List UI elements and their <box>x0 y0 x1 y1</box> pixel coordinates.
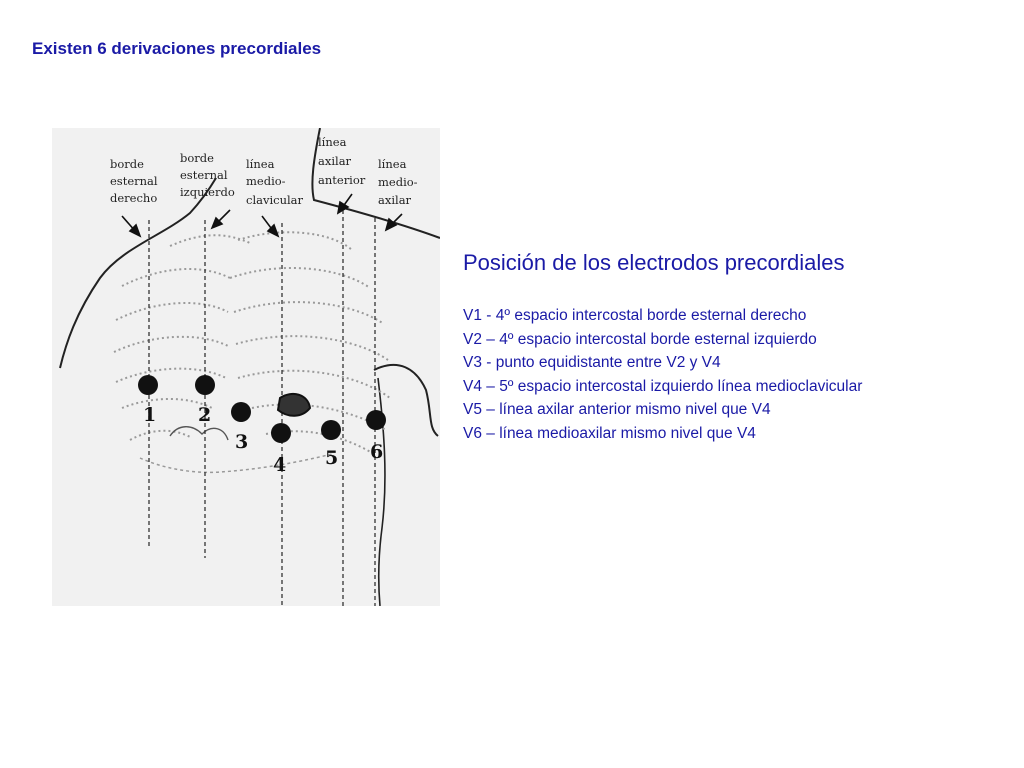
chest-illustration: borde esternal derecho borde esternal iz… <box>52 128 440 606</box>
electrode-number-2: 2 <box>198 404 211 426</box>
guide-arrows <box>121 193 403 238</box>
svg-text:izquierdo: izquierdo <box>180 185 235 199</box>
svg-text:anterior: anterior <box>318 173 366 187</box>
heart-sketch <box>276 392 312 417</box>
guide-label-anterior-axillary: línea axilar anterior <box>318 135 366 187</box>
svg-text:clavicular: clavicular <box>246 193 304 207</box>
svg-text:axilar: axilar <box>378 193 412 207</box>
legend-list: V1 - 4º espacio intercostal borde estern… <box>463 304 1003 446</box>
svg-text:línea: línea <box>246 157 275 171</box>
electrode-v1 <box>138 375 158 395</box>
electrode-position-legend: Posición de los electrodos precordiales … <box>463 250 1003 446</box>
svg-text:borde: borde <box>180 151 214 165</box>
electrode-number-1: 1 <box>143 404 156 426</box>
guide-label-midclavicular: línea medio- clavicular <box>246 157 304 207</box>
svg-text:borde: borde <box>110 157 144 171</box>
legend-heading: Posición de los electrodos precordiales <box>463 250 845 275</box>
electrode-numbers: 1 2 3 4 5 6 <box>143 404 383 476</box>
electrode-number-6: 6 <box>370 441 383 463</box>
slide-title: Existen 6 derivaciones precordiales <box>32 39 322 58</box>
electrode-v6 <box>366 410 386 430</box>
svg-text:esternal: esternal <box>110 174 158 188</box>
electrodes <box>138 375 386 443</box>
electrode-number-4: 4 <box>273 454 286 476</box>
svg-text:esternal: esternal <box>180 168 228 182</box>
legend-item-v1: V1 - 4º espacio intercostal borde estern… <box>463 307 807 324</box>
electrode-v4 <box>271 423 291 443</box>
legend-item-v2: V2 – 4º espacio intercostal borde estern… <box>463 330 817 348</box>
electrode-v5 <box>321 420 341 440</box>
legend-item-v3: V3 - punto equidistante entre V2 y V4 <box>463 354 721 372</box>
costal-margin <box>139 453 333 474</box>
svg-text:línea: línea <box>318 135 347 149</box>
svg-text:medio-: medio- <box>378 175 418 189</box>
guide-label-right-sternal: borde esternal derecho <box>110 157 158 205</box>
chest-electrode-diagram: borde esternal derecho borde esternal iz… <box>52 128 440 606</box>
svg-text:medio-: medio- <box>246 174 286 188</box>
legend-item-v5: V5 – línea axilar anterior mismo nivel q… <box>463 401 771 419</box>
guide-label-left-sternal: borde esternal izquierdo <box>180 151 235 199</box>
guide-label-midaxillary: línea medio- axilar <box>378 157 418 207</box>
svg-text:derecho: derecho <box>110 191 157 205</box>
legend-item-v4: V4 – 5º espacio intercostal izquierdo lí… <box>463 377 863 395</box>
legend-item-v6: V6 – línea medioaxilar mismo nivel que V… <box>463 424 756 442</box>
electrode-number-3: 3 <box>235 431 248 453</box>
rib-cage <box>113 231 391 455</box>
xiphoid-outline <box>169 426 229 441</box>
electrode-number-5: 5 <box>325 447 338 469</box>
left-arm-outline <box>373 363 439 437</box>
left-shoulder-outline <box>311 128 440 239</box>
svg-text:axilar: axilar <box>318 154 352 168</box>
svg-text:línea: línea <box>378 157 407 171</box>
right-shoulder-outline <box>59 177 217 369</box>
electrode-v3 <box>231 402 251 422</box>
electrode-v2 <box>195 375 215 395</box>
